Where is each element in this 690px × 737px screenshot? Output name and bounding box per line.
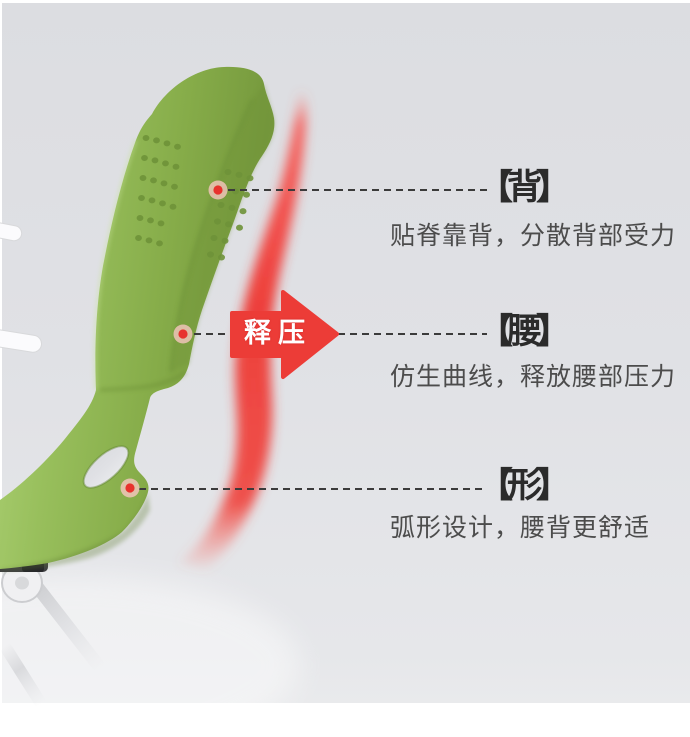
chair-leg-rear (0, 642, 46, 708)
callout-back-desc: 贴脊靠背，分散背部受力 (390, 222, 677, 250)
release-arrow-icon (230, 290, 339, 379)
callout-back: 【背】 (478, 168, 571, 207)
release-pressure-label: 释压 (244, 318, 312, 349)
callout-dot-waist (173, 324, 193, 344)
callout-shape-desc: 弧形设计，腰背更舒适 (390, 514, 651, 542)
callout-shape-title: 【形】 (478, 466, 571, 505)
chair-edge-highlight (93, 139, 138, 391)
chair-shell (0, 66, 275, 571)
callout-dot-back (208, 180, 228, 200)
handle-cutout (82, 445, 130, 489)
background-armrests (0, 220, 43, 353)
callout-waist-desc: 仿生曲线，释放腰部压力 (390, 363, 677, 391)
callout-dots (120, 180, 228, 498)
callout-waist: 【腰】 (478, 312, 571, 351)
callout-dot-shape (120, 478, 140, 498)
callout-shape: 【形】 (478, 466, 571, 505)
callout-lines (139, 189, 487, 490)
floor-glow (0, 575, 300, 737)
callout-back-title: 【背】 (478, 168, 571, 207)
callout-waist-title: 【腰】 (478, 312, 571, 351)
chair-side-shade (171, 84, 275, 372)
